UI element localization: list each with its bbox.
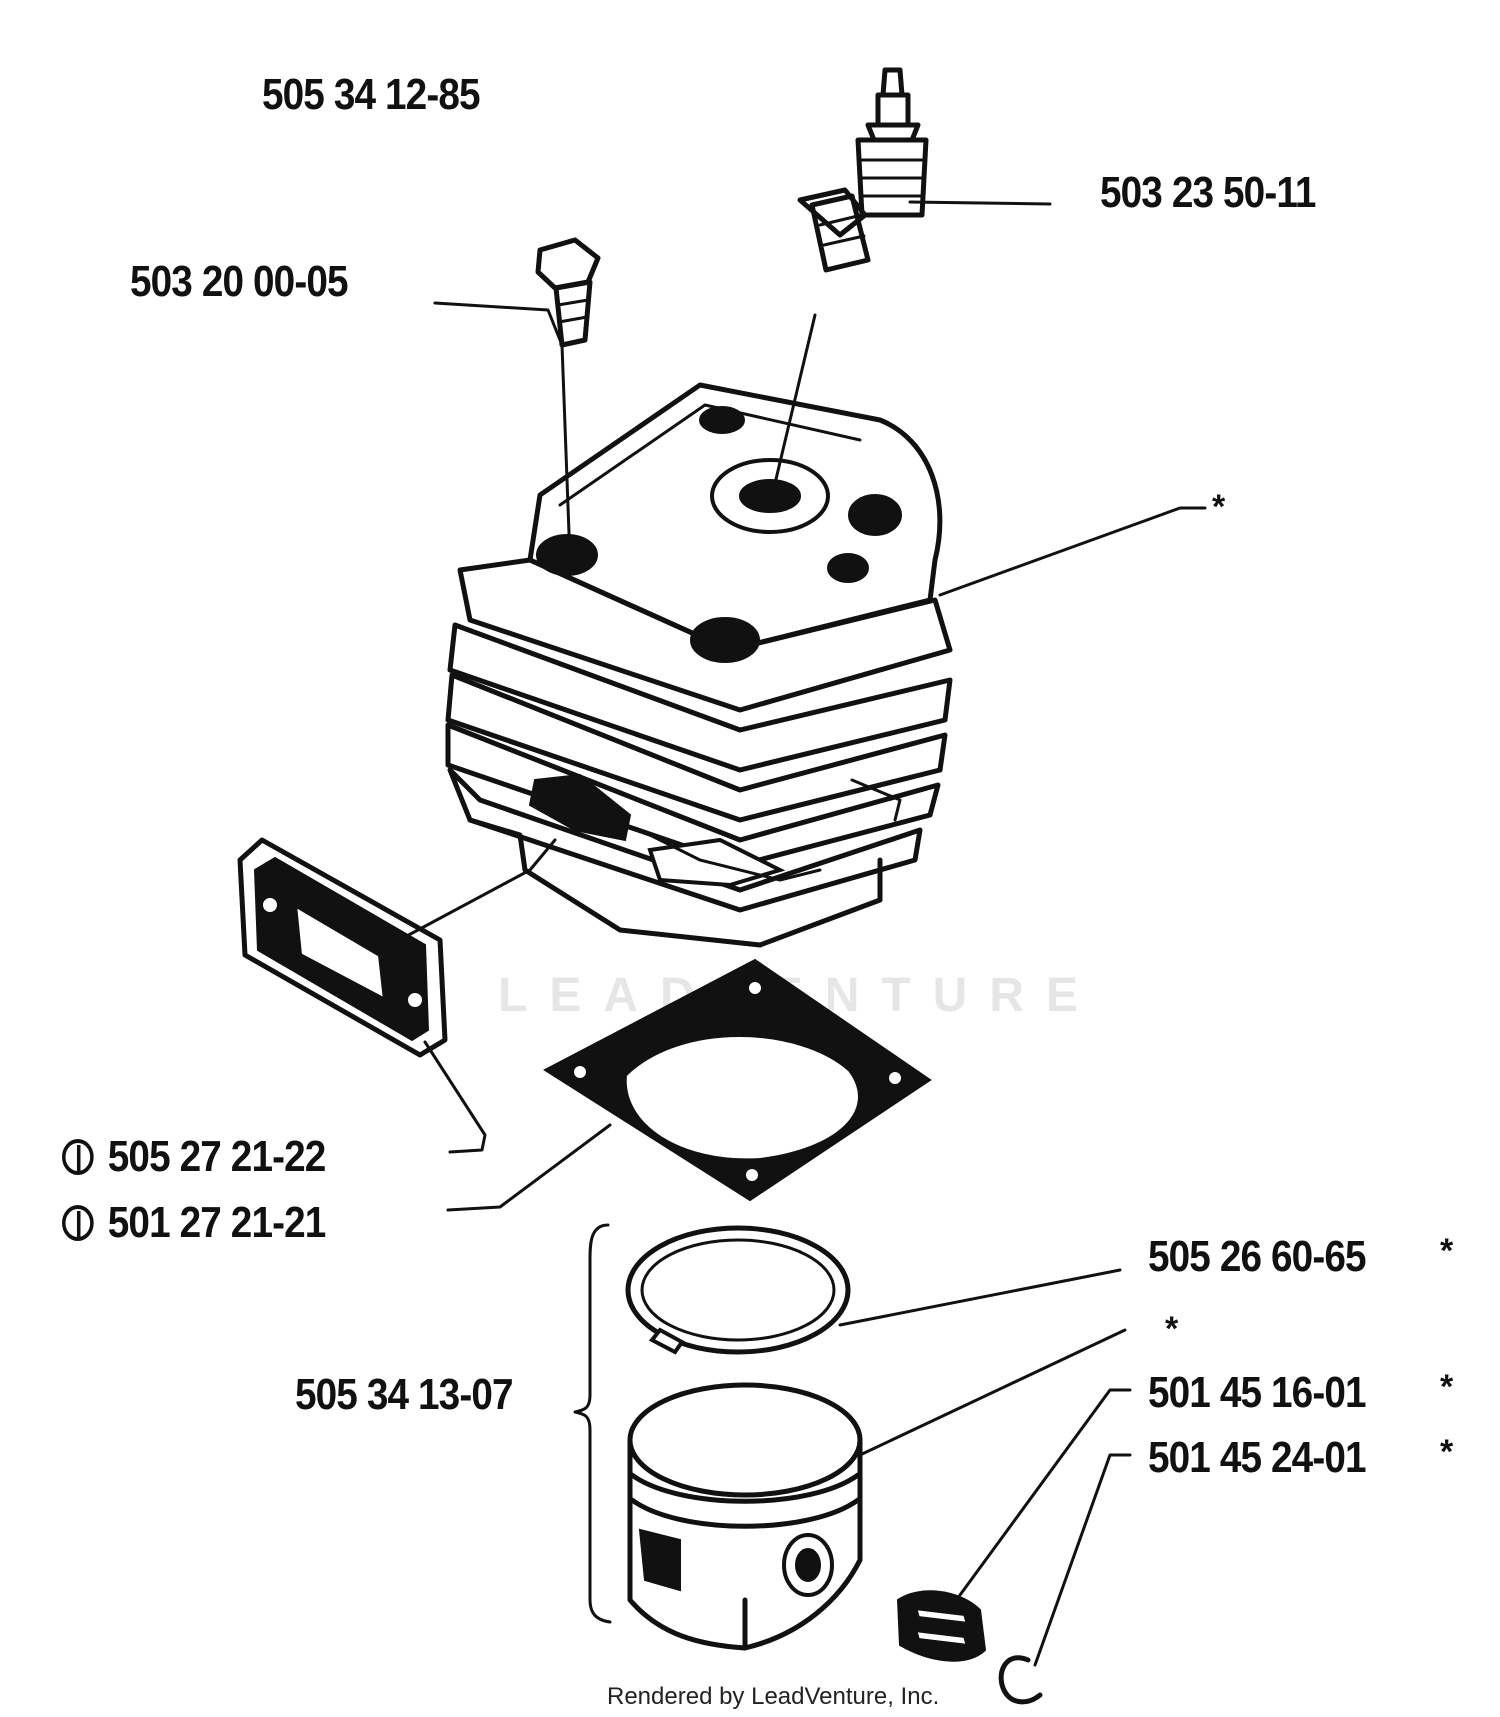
flag-piston-pin: * xyxy=(1440,1368,1454,1406)
circlip-drawing xyxy=(998,1655,1043,1705)
cylinder-gasket-drawing xyxy=(543,958,932,1202)
muffler-gasket-drawing xyxy=(237,837,448,1058)
label-screw: 503 20 00-05 xyxy=(130,257,349,306)
flag-piston-ring: * xyxy=(1440,1232,1454,1270)
note-1-icon xyxy=(62,1205,94,1241)
label-muffler-gasket-text: 505 27 21-22 xyxy=(107,1132,327,1181)
piston-drawing xyxy=(627,1382,863,1651)
label-cylinder-kit: 505 34 12-85 xyxy=(262,70,481,119)
note-1-icon xyxy=(62,1139,94,1175)
label-spark-plug: 503 23 50-11 xyxy=(1100,168,1316,217)
cylinder-drawing xyxy=(445,382,953,948)
screw-drawing xyxy=(535,237,601,348)
footer-credit: Rendered by LeadVenture, Inc. xyxy=(607,1683,940,1710)
leader-lines xyxy=(388,200,1207,1667)
label-piston-kit: 505 34 13-07 xyxy=(295,1370,514,1419)
label-circlip: 501 45 24-01 xyxy=(1148,1433,1367,1482)
label-cylinder-gasket: 501 27 21-21 xyxy=(62,1198,327,1248)
piston-ring-drawing xyxy=(625,1225,851,1355)
label-piston-ring: 505 26 60-65 xyxy=(1148,1232,1367,1281)
label-cylinder-gasket-text: 501 27 21-21 xyxy=(107,1198,327,1247)
piston-pin-drawing xyxy=(896,1590,987,1662)
label-piston: * xyxy=(1165,1310,1179,1348)
label-piston-pin: 501 45 16-01 xyxy=(1148,1368,1367,1417)
label-cylinder: * xyxy=(1212,488,1226,526)
spark-plug-drawing xyxy=(797,67,929,273)
flag-circlip: * xyxy=(1440,1433,1454,1471)
label-muffler-gasket: 505 27 21-22 xyxy=(62,1132,327,1182)
